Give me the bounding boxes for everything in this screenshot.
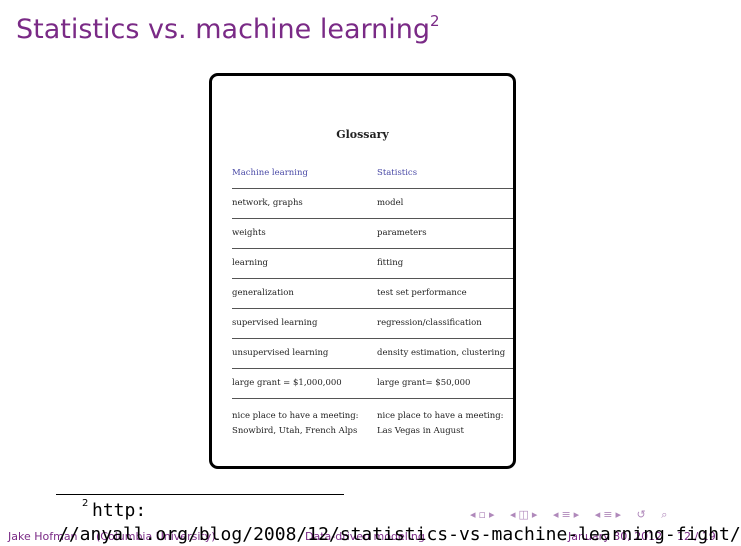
stats-meeting-line2: Las Vegas in August [377,426,464,436]
stats-term: parameters [377,228,427,238]
stats-term: density estimation, clustering [377,348,506,358]
stats-term: fitting [377,258,404,268]
stats-term: test set performance [377,288,467,298]
stats-term: model [377,198,404,208]
footnote-line1: http: [92,500,147,521]
table-row: supervised learning regression/classific… [232,309,513,339]
title-footnote-mark: 2 [429,12,440,30]
stats-term: regression/classification [377,318,482,328]
glossary-panel: Glossary Machine learning Statistics net… [209,73,516,469]
table-row: learning fitting [232,249,513,279]
table-row: large grant = $1,000,000 large grant= $5… [232,369,513,399]
footer-talk-title: Data-driven modeling [305,530,425,543]
table-row: weights parameters [232,219,513,249]
slide-title-text: Statistics vs. machine learning [16,14,430,45]
ml-meeting-line1: nice place to have a meeting: [232,411,359,421]
ml-term: weights [232,228,266,238]
footnote-rule [56,494,344,495]
table-row: generalization test set performance [232,279,513,309]
footer-date: January 30, 2012 [568,530,663,543]
ml-term: large grant = $1,000,000 [232,378,342,388]
ml-meeting: nice place to have a meeting: Snowbird, … [232,409,377,439]
stats-term: large grant= $50,000 [377,378,471,388]
table-row-meeting: nice place to have a meeting: Snowbird, … [232,399,513,443]
stats-meeting-line1: nice place to have a meeting: [377,411,504,421]
table-row: network, graphs model [232,189,513,219]
nav-section-left-icon[interactable]: ◂≡▸ [552,508,583,521]
slide-title: Statistics vs. machine learning2 [16,12,440,45]
nav-back-icon[interactable]: ↺ [636,508,649,521]
beamer-navigation: ◂▫▸ ◂◫▸ ◂≡▸ ◂≡▸ ↺ ⌕ [470,508,676,522]
glossary-title: Glossary [336,128,389,141]
ml-term: learning [232,258,268,268]
glossary-table: Machine learning Statistics network, gra… [232,159,513,443]
nav-frame-left-icon[interactable]: ◂▫▸ [470,508,498,521]
nav-section-right-icon[interactable]: ◂≡▸ [594,508,624,521]
footer-page: 12 / 19 [677,530,716,543]
ml-term: supervised learning [232,318,318,328]
footer-author: Jake Hofman [8,530,78,543]
ml-term: network, graphs [232,198,303,208]
ml-term: generalization [232,288,294,298]
nav-subsection-left-icon[interactable]: ◂◫▸ [510,508,541,521]
ml-meeting-line2: Snowbird, Utah, French Alps [232,426,358,436]
footnote-url[interactable]: //anyall.org/blog/2008/12/statistics-vs-… [58,524,741,545]
header-machine-learning: Machine learning [232,168,308,178]
glossary-header-row: Machine learning Statistics [232,159,513,189]
footnote-mark: 2 [82,498,89,509]
ml-term: unsupervised learning [232,348,329,358]
table-row: unsupervised learning density estimation… [232,339,513,369]
stats-meeting: nice place to have a meeting: Las Vegas … [377,409,513,439]
header-statistics: Statistics [377,168,418,178]
footer-affiliation: (Columbia University) [96,530,216,543]
nav-search-icon[interactable]: ⌕ [661,508,671,521]
